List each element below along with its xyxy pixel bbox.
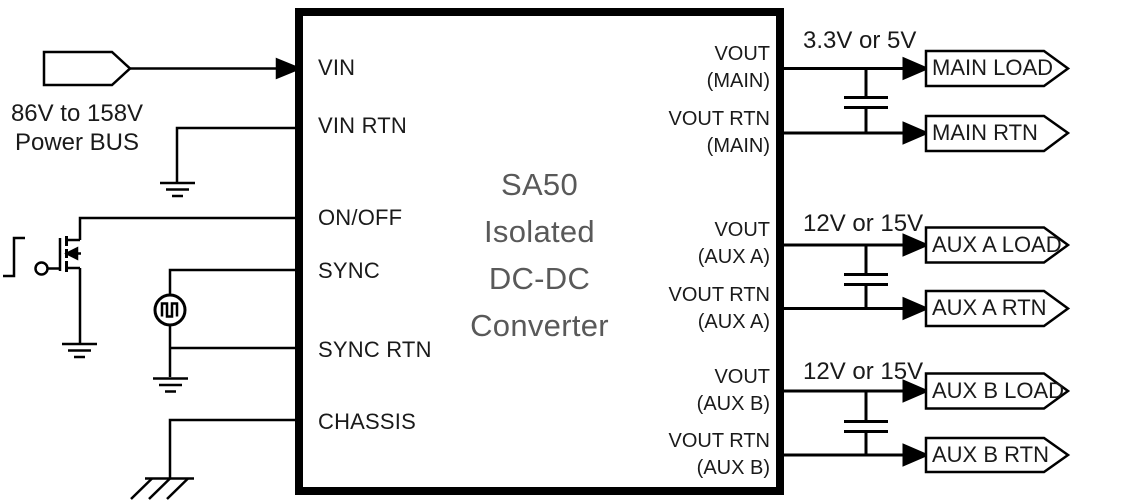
arrowhead-icon xyxy=(902,443,930,467)
arrowhead-icon xyxy=(902,56,930,81)
tag-label-aux-a-load: AUX A LOAD xyxy=(932,232,1062,257)
input-bus-label: 86V to 158V Power BUS xyxy=(10,99,144,157)
pin-label-chassis: CHASSIS xyxy=(318,409,416,434)
converter-box xyxy=(295,8,784,495)
arrowhead-icon xyxy=(902,233,930,257)
chassis-ground-icon xyxy=(130,477,194,500)
main-load-tag-shape xyxy=(924,49,1071,88)
tag-label-main-rtn: MAIN RTN xyxy=(932,120,1038,145)
on-off-wire xyxy=(78,216,299,240)
pin-label-vout-rtn-aux-a: VOUT RTN (AUX A) xyxy=(669,282,771,336)
pin-line: (MAIN) xyxy=(706,135,770,157)
pin-label-vin-rtn: VIN RTN xyxy=(318,113,408,138)
pin-line: (AUX B) xyxy=(696,393,770,415)
earth-ground-icon xyxy=(160,181,195,198)
title-line: SA50 xyxy=(500,167,579,202)
pin-line: VOUT RTN xyxy=(668,108,771,130)
aux-b-load-tag-shape xyxy=(924,372,1071,410)
converter-title: SA50 Isolated DC-DC Converter xyxy=(299,161,780,349)
aux-a-output-wires xyxy=(780,226,1071,328)
aux-a-load-tag-shape xyxy=(924,226,1071,264)
input-bus-label-line2: Power BUS xyxy=(14,129,140,156)
sync-wire xyxy=(168,268,299,295)
voltage-label-main: 3.3V or 5V xyxy=(803,27,917,54)
pin-line: (AUX B) xyxy=(696,457,770,479)
capacitor-icon xyxy=(844,245,888,309)
voltage-label-aux-b: 12V or 15V xyxy=(803,358,924,385)
pin-label-sync-rtn: SYNC RTN xyxy=(318,337,432,362)
pin-label-vout-aux-a: VOUT (AUX A) xyxy=(698,217,770,271)
main-rtn-tag-shape xyxy=(924,114,1071,153)
step-input-icon xyxy=(3,236,25,278)
pin-label-sync: SYNC xyxy=(318,258,380,283)
tag-label-aux-a-rtn: AUX A RTN xyxy=(932,295,1047,320)
chassis-wire xyxy=(168,418,299,478)
pin-line: VOUT xyxy=(714,219,770,241)
aux-b-rtn-tag-shape xyxy=(924,436,1071,474)
vin-wire xyxy=(130,57,303,80)
earth-ground-icon xyxy=(62,342,97,359)
pin-label-vout-rtn-aux-b: VOUT RTN (AUX B) xyxy=(669,428,771,482)
input-bus-label-line1: 86V to 158V xyxy=(10,100,144,127)
pin-line: VOUT RTN xyxy=(668,284,771,306)
tag-label-aux-b-load: AUX B LOAD xyxy=(932,378,1065,403)
title-line: Converter xyxy=(470,308,609,343)
pin-line: VOUT xyxy=(714,366,770,388)
pin-label-vout-aux-b: VOUT (AUX B) xyxy=(697,364,770,418)
tag-label-aux-b-rtn: AUX B RTN xyxy=(932,442,1049,467)
arrowhead-icon xyxy=(902,121,930,145)
earth-ground-icon xyxy=(153,377,188,393)
aux-b-output-wires xyxy=(780,372,1071,474)
pin-label-on-off: ON/OFF xyxy=(318,205,403,230)
pin-line: (AUX A) xyxy=(697,246,770,268)
arrowhead-icon xyxy=(902,296,930,321)
capacitor-icon xyxy=(844,68,888,133)
capacitor-icon xyxy=(844,391,888,455)
pin-label-vout-rtn-main: VOUT RTN (MAIN) xyxy=(669,106,771,160)
arrowhead-icon xyxy=(902,379,930,403)
title-line: Isolated xyxy=(484,214,595,249)
voltage-label-aux-a: 12V or 15V xyxy=(803,210,924,237)
input-bus-tag xyxy=(42,50,132,87)
pin-label-vin: VIN xyxy=(318,55,356,80)
sync-rtn-wire xyxy=(168,325,299,377)
tag-label-main-load: MAIN LOAD xyxy=(932,55,1054,80)
pin-line: (AUX A) xyxy=(697,311,770,333)
mosfet-icon xyxy=(34,236,82,343)
pulse-generator-icon xyxy=(153,293,187,327)
arrowhead-icon xyxy=(275,57,303,80)
title-line: DC-DC xyxy=(488,261,591,296)
pin-label-vout-main: VOUT (MAIN) xyxy=(707,41,770,95)
vin-rtn-wire xyxy=(175,126,299,182)
main-output-wires xyxy=(780,49,1071,153)
pin-line: VOUT RTN xyxy=(668,430,771,452)
pin-line: VOUT xyxy=(714,43,770,65)
pin-line: (MAIN) xyxy=(706,70,770,92)
aux-a-rtn-tag-shape xyxy=(924,289,1071,328)
